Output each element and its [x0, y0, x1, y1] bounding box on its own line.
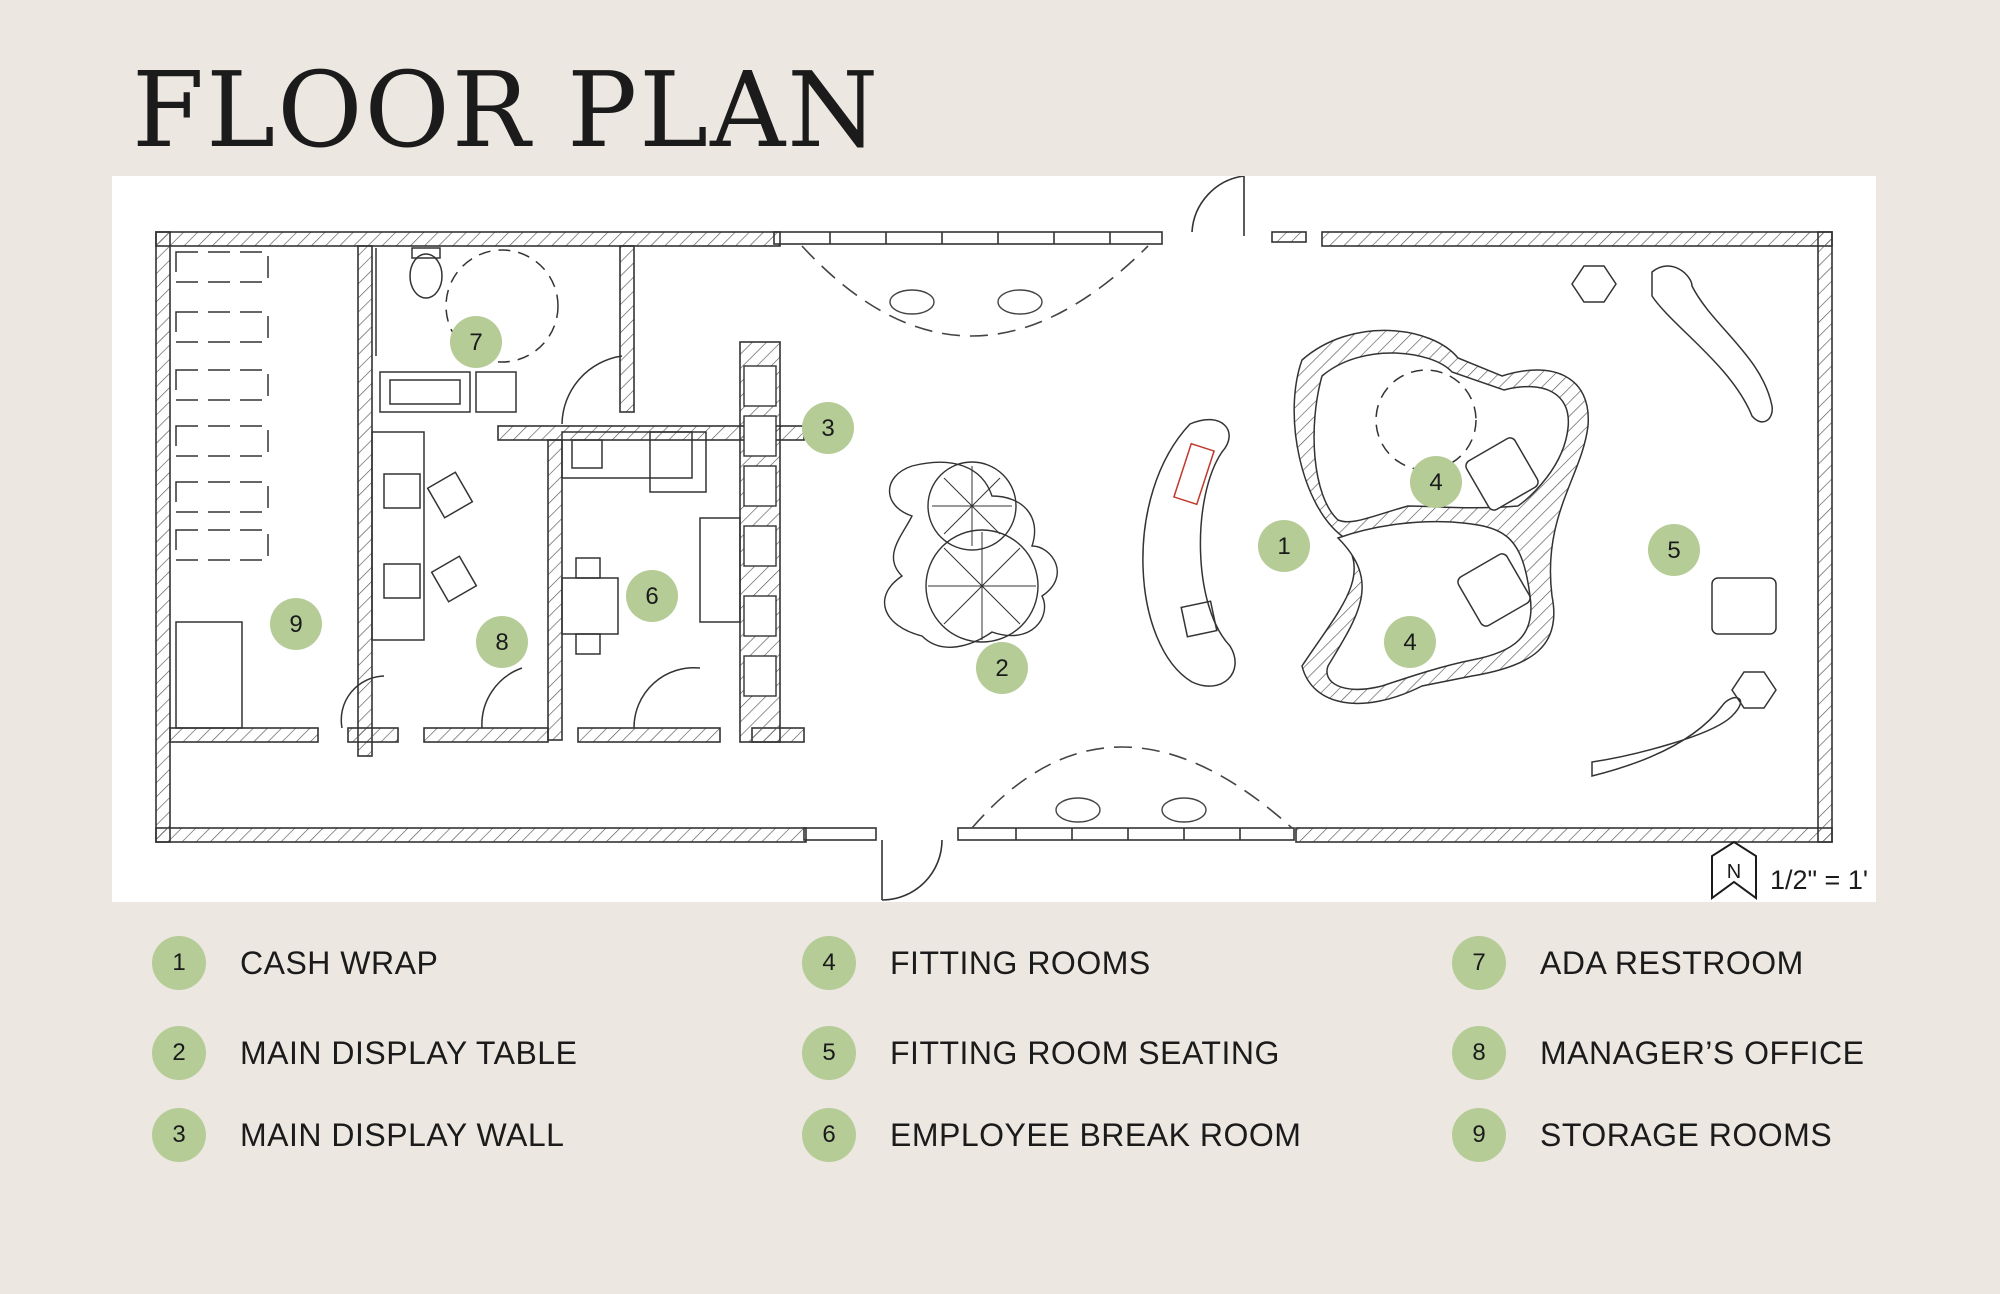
cash-wrap-counter: [1142, 418, 1236, 687]
storage-cabinet: [175, 621, 243, 729]
entry-benches: [889, 289, 1207, 823]
marker-3: 3: [802, 402, 854, 454]
svg-text:7: 7: [469, 329, 482, 356]
floor-plan-drawing: 1 2 3 4 4 5 6 7 8 9 N: [155, 176, 1833, 901]
marker-2: 2: [976, 642, 1028, 694]
storefront-windows-top: [773, 231, 1163, 245]
marker-4a: 4: [1410, 456, 1462, 508]
legend-number: 1: [152, 936, 206, 990]
svg-text:4: 4: [1403, 629, 1416, 656]
exterior-walls: [155, 231, 1833, 843]
svg-text:5: 5: [1667, 537, 1680, 564]
marker-1: 1: [1258, 520, 1310, 572]
svg-text:1: 1: [1277, 533, 1290, 560]
marker-8: 8: [476, 616, 528, 668]
scale-label: 1/2" = 1': [1769, 865, 1868, 895]
marker-5: 5: [1648, 524, 1700, 576]
legend-number: 9: [1452, 1108, 1506, 1162]
legend-item: 5 FITTING ROOM SEATING: [802, 1026, 1280, 1080]
breakroom-furniture: [340, 431, 741, 729]
legend-item: 4 FITTING ROOMS: [802, 936, 1151, 990]
restroom-fixtures: [375, 247, 623, 425]
storage-shelving: [175, 251, 269, 561]
fitting-rooms-interior: [1313, 352, 1570, 691]
storefront-windows-bottom: [803, 827, 1295, 841]
legend-item: 7 ADA RESTROOM: [1452, 936, 1804, 990]
entry-swing-arcs: [801, 245, 1293, 829]
marker-9: 9: [270, 598, 322, 650]
legend-number: 7: [1452, 936, 1506, 990]
fitting-room-seating: [1571, 265, 1777, 777]
legend-number: 8: [1452, 1026, 1506, 1080]
legend-item: 2 MAIN DISPLAY TABLE: [152, 1026, 577, 1080]
svg-text:3: 3: [821, 415, 834, 442]
legend-label: EMPLOYEE BREAK ROOM: [890, 1116, 1302, 1153]
svg-text:2: 2: [995, 655, 1008, 682]
legend-item: 9 STORAGE ROOMS: [1452, 1108, 1832, 1162]
north-arrow-icon: N: [1711, 840, 1757, 900]
display-wall-shelves: [743, 365, 777, 697]
legend-label: CASH WRAP: [240, 944, 439, 981]
legend-label: MAIN DISPLAY TABLE: [240, 1034, 578, 1071]
page-title: FLOOR PLAN: [132, 49, 881, 171]
legend-number: 2: [152, 1026, 206, 1080]
svg-text:4: 4: [1429, 469, 1442, 496]
legend-number: 5: [802, 1026, 856, 1080]
legend-label: MANAGER’S OFFICE: [1540, 1034, 1865, 1071]
display-table: [883, 461, 1058, 648]
marker-6: 6: [626, 570, 678, 622]
legend-item: 3 MAIN DISPLAY WALL: [152, 1108, 564, 1162]
svg-text:N: N: [1727, 861, 1741, 883]
legend-item: 1 CASH WRAP: [152, 936, 438, 990]
legend-label: STORAGE ROOMS: [1540, 1116, 1833, 1153]
legend-item: 8 MANAGER’S OFFICE: [1452, 1026, 1864, 1080]
plan-markers: 1 2 3 4 4 5 6 7 8 9: [270, 316, 1700, 694]
legend-number: 6: [802, 1108, 856, 1162]
legend-label: MAIN DISPLAY WALL: [240, 1116, 565, 1153]
entry-doors: [881, 176, 1245, 901]
svg-text:9: 9: [289, 611, 302, 638]
legend-item: 6 EMPLOYEE BREAK ROOM: [802, 1108, 1301, 1162]
office-furniture: [371, 431, 523, 729]
legend-label: ADA RESTROOM: [1540, 944, 1804, 981]
svg-text:8: 8: [495, 629, 508, 656]
legend-label: FITTING ROOM SEATING: [890, 1034, 1280, 1071]
legend-number: 4: [802, 936, 856, 990]
legend-number: 3: [152, 1108, 206, 1162]
marker-4b: 4: [1384, 616, 1436, 668]
svg-text:6: 6: [645, 583, 658, 610]
marker-7: 7: [450, 316, 502, 368]
legend-label: FITTING ROOMS: [890, 944, 1151, 981]
floor-plan-panel: 1 2 3 4 4 5 6 7 8 9 N 1/2" = 1': [112, 176, 1876, 902]
